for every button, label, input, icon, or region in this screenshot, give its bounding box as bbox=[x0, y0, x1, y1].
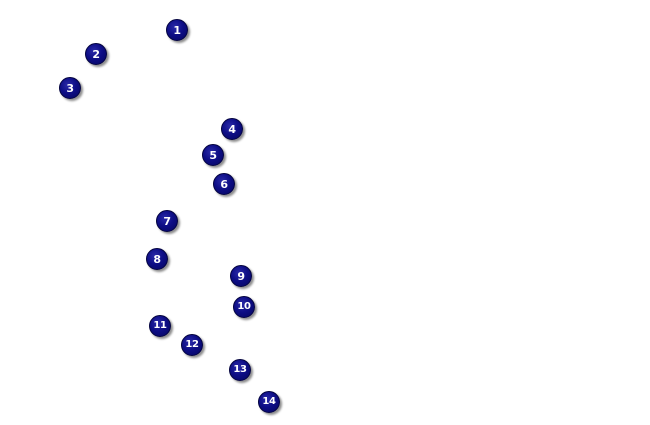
marker-5[interactable]: 5 bbox=[202, 144, 224, 166]
marker-8[interactable]: 8 bbox=[146, 248, 168, 270]
marker-2[interactable]: 2 bbox=[85, 43, 107, 65]
marker-label: 7 bbox=[163, 214, 171, 228]
marker-label: 13 bbox=[233, 364, 247, 375]
marker-13[interactable]: 13 bbox=[229, 359, 251, 381]
marker-9[interactable]: 9 bbox=[230, 265, 252, 287]
marker-label: 4 bbox=[228, 122, 236, 136]
marker-label: 12 bbox=[185, 339, 199, 350]
marker-label: 10 bbox=[237, 301, 251, 312]
marker-label: 2 bbox=[92, 47, 100, 61]
marker-label: 14 bbox=[262, 396, 276, 407]
marker-label: 8 bbox=[153, 252, 161, 266]
marker-10[interactable]: 10 bbox=[233, 296, 255, 318]
marker-3[interactable]: 3 bbox=[59, 77, 81, 99]
marker-label: 1 bbox=[173, 23, 181, 37]
marker-label: 11 bbox=[153, 320, 167, 331]
marker-label: 6 bbox=[220, 177, 228, 191]
marker-4[interactable]: 4 bbox=[221, 118, 243, 140]
marker-11[interactable]: 11 bbox=[149, 315, 171, 337]
marker-12[interactable]: 12 bbox=[181, 334, 203, 356]
marker-7[interactable]: 7 bbox=[156, 210, 178, 232]
marker-1[interactable]: 1 bbox=[166, 19, 188, 41]
marker-label: 9 bbox=[237, 269, 245, 283]
marker-6[interactable]: 6 bbox=[213, 173, 235, 195]
marker-label: 3 bbox=[66, 81, 74, 95]
marker-label: 5 bbox=[209, 148, 217, 162]
marker-14[interactable]: 14 bbox=[258, 391, 280, 413]
